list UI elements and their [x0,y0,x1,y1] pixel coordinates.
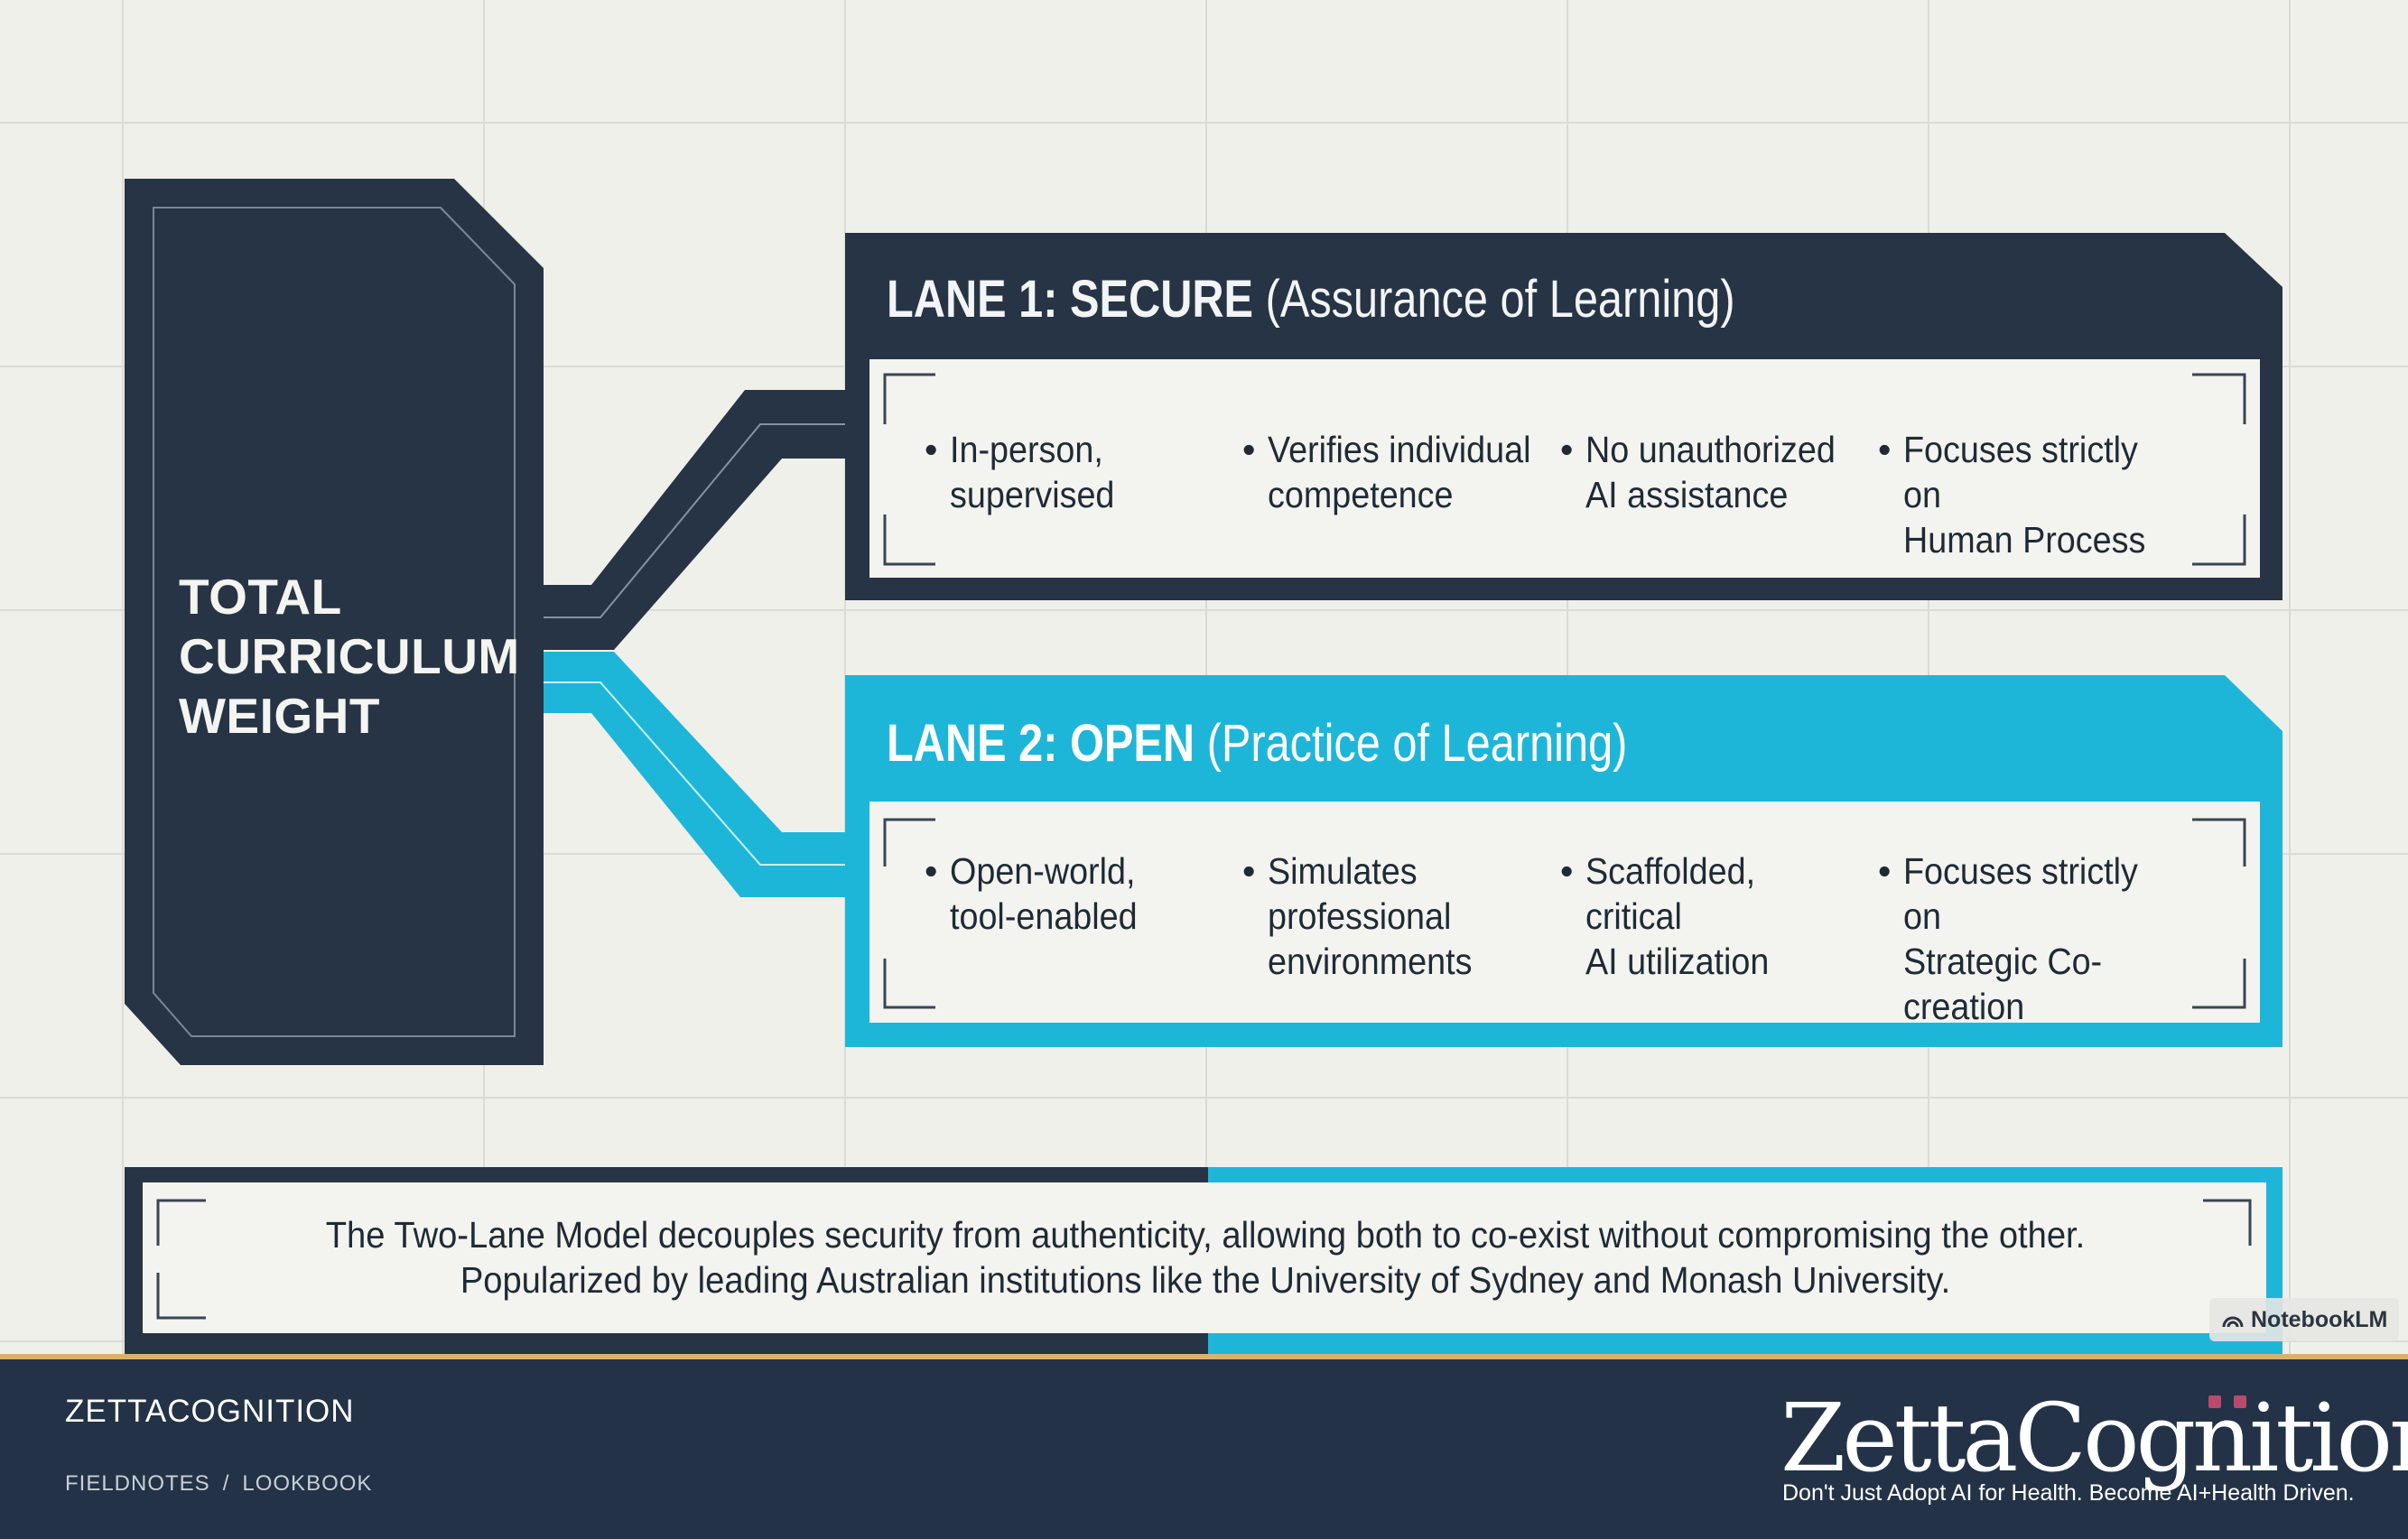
breadcrumb-separator: / [222,1471,230,1496]
lane1-content-box [869,359,2260,578]
lane1-bullet-text: No unauthorized AI assistance [1585,429,1836,515]
footer-content-box [143,1182,2266,1333]
lane1-title-rest: (Assurance of Learning) [1265,270,1735,329]
footer-caption-line1: The Two-Lane Model decouples security fr… [325,1214,2086,1256]
lane1-bullet: •Focuses strictly on Human Process [1874,427,2192,562]
lane1-title-strong: LANE 1: SECURE [887,270,1254,329]
lane1-bullet: •Verifies individual competence [1239,427,1557,562]
lane2-bullet: •Scaffolded, critical AI utilization [1557,848,1874,1029]
logo-accent-dot [2208,1395,2221,1408]
lane2-bullet-text: Open-world, tool-enabled [950,850,1138,937]
logo-accent-dot [2234,1395,2246,1408]
notebooklm-icon [2222,1316,2244,1328]
footer-corner-brackets [156,1199,2252,1320]
lane2-connector-line [544,681,849,866]
lane2-bullet: •Open-world, tool-enabled [921,848,1239,1029]
lane2-bullet-text: Simulates professional environments [1268,850,1473,982]
lane2-bullet-text: Scaffolded, critical AI utilization [1585,850,1770,982]
brand-title: ZETTACOGNITION [65,1394,355,1429]
total-block-inner-frame [153,207,516,1037]
lane1-bullet-text: Focuses strictly on Human Process [1903,429,2146,561]
brand-bar: ZETTACOGNITION FIELDNOTES / LOOKBOOK Zet… [0,1354,2408,1539]
lane1-connector [544,390,849,650]
lane2-bullet: •Focuses strictly on Strategic Co-creati… [1874,848,2192,1029]
lane2-bullet-text: Focuses strictly on Strategic Co-creatio… [1903,850,2138,1027]
breadcrumb: FIELDNOTES / LOOKBOOK [65,1471,372,1497]
notebooklm-label: NotebookLM [2251,1306,2388,1332]
lane1-title: LANE 1: SECURE (Assurance of Learning) [887,269,2024,329]
notebooklm-watermark: NotebookLM [2209,1298,2399,1341]
lane1-bullet: •No unauthorized AI assistance [1557,427,1874,562]
breadcrumb-fieldnotes[interactable]: FIELDNOTES [65,1471,210,1496]
lane1-corner-brackets [883,373,2246,566]
breadcrumb-lookbook[interactable]: LOOKBOOK [242,1471,373,1496]
diagram-canvas: TOTAL CURRICULUM WEIGHT LANE 1: SECURE (… [0,0,2408,1354]
lane2-title-rest: (Practice of Learning) [1206,714,1628,773]
lane1-bullet: •In-person, supervised [921,427,1239,562]
lane2-title: LANE 2: OPEN (Practice of Learning) [887,713,2024,774]
lane1-bullet-text: In-person, supervised [950,429,1115,515]
footer-caption: The Two-Lane Model decouples security fr… [172,1212,2239,1303]
diagram-shapes [125,179,2282,1354]
brand-tagline: Don't Just Adopt AI for Health. Become A… [1782,1480,2355,1506]
lane1-bullet-text: Verifies individual competence [1268,429,1531,515]
lane1-connector-line [544,423,849,618]
lane2-content-box [869,802,2260,1023]
total-curriculum-block [125,179,544,1065]
zettacognition-logo: ZettaCognition [1780,1383,2408,1493]
lane2-connector [544,652,849,897]
lane2-title-strong: LANE 2: OPEN [887,714,1195,773]
total-curriculum-label: TOTAL CURRICULUM WEIGHT [179,569,520,744]
lane1-bullets: •In-person, supervised •Verifies individ… [921,427,2248,562]
lane2-corner-brackets [883,818,2246,1009]
lane2-bullet: •Simulates professional environments [1239,848,1557,1029]
footer-caption-line2: Popularized by leading Australian instit… [460,1259,1951,1301]
lane2-bullets: •Open-world, tool-enabled •Simulates pro… [921,848,2248,1029]
